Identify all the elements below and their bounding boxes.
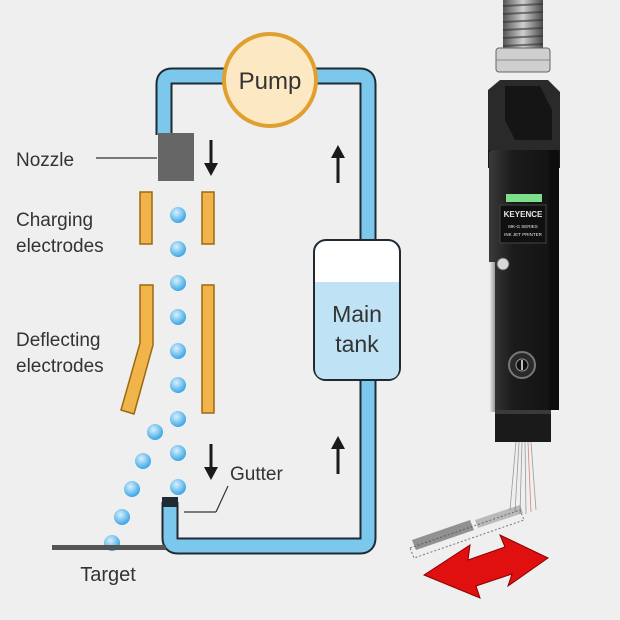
status-indicator bbox=[506, 194, 542, 202]
droplet bbox=[170, 309, 186, 325]
printer-label-panel bbox=[499, 204, 547, 244]
arrow-down-gutter-icon bbox=[204, 444, 218, 480]
droplet bbox=[170, 207, 186, 223]
target-surface bbox=[52, 545, 166, 550]
droplet bbox=[114, 509, 130, 525]
droplet bbox=[124, 481, 140, 497]
pump-label: Pump bbox=[239, 68, 302, 95]
printer-brand: KEYENCE bbox=[504, 210, 543, 219]
printer-hose bbox=[495, 0, 551, 73]
nozzle-label: Nozzle bbox=[16, 150, 74, 171]
arrow-down-nozzle-icon bbox=[204, 140, 218, 176]
droplet bbox=[170, 241, 186, 257]
deflected-droplets bbox=[104, 424, 163, 551]
gutter bbox=[162, 485, 229, 513]
main-tank: Main tank bbox=[313, 239, 401, 381]
gutter-label: Gutter bbox=[230, 464, 283, 485]
main-tank-label-line1: Main bbox=[332, 301, 382, 327]
main-tank-label-line2: tank bbox=[335, 331, 379, 357]
deflecting-label-line2: electrodes bbox=[16, 356, 104, 377]
droplet bbox=[170, 377, 186, 393]
motion-arrow-icon bbox=[422, 533, 549, 599]
side-button bbox=[496, 257, 510, 271]
charging-electrodes bbox=[139, 191, 215, 245]
ink-jet-lines bbox=[509, 441, 537, 515]
droplet bbox=[170, 445, 186, 461]
printer-head: KEYENCE MK-G SERIES INK JET PRINTER bbox=[409, 0, 560, 599]
droplet bbox=[135, 453, 151, 469]
flow-arrows bbox=[204, 140, 345, 480]
nozzle bbox=[158, 133, 194, 181]
droplet bbox=[147, 424, 163, 440]
droplet bbox=[170, 411, 186, 427]
arrow-up-right-bottom-icon bbox=[331, 436, 345, 474]
droplet bbox=[170, 343, 186, 359]
target-label: Target bbox=[80, 564, 136, 586]
printer-model: MK-G SERIES bbox=[508, 224, 538, 229]
deflecting-electrodes bbox=[120, 284, 215, 415]
charging-label-line1: Charging bbox=[16, 210, 93, 231]
droplet bbox=[170, 275, 186, 291]
printer-type: INK JET PRINTER bbox=[504, 232, 542, 237]
printed-marks bbox=[409, 505, 525, 559]
arrow-up-right-top-icon bbox=[331, 145, 345, 183]
pump: Pump bbox=[222, 32, 318, 128]
charging-label-line2: electrodes bbox=[16, 236, 104, 257]
droplet-stream bbox=[170, 207, 186, 495]
droplet bbox=[170, 479, 186, 495]
deflecting-label-line1: Deflecting bbox=[16, 330, 101, 351]
